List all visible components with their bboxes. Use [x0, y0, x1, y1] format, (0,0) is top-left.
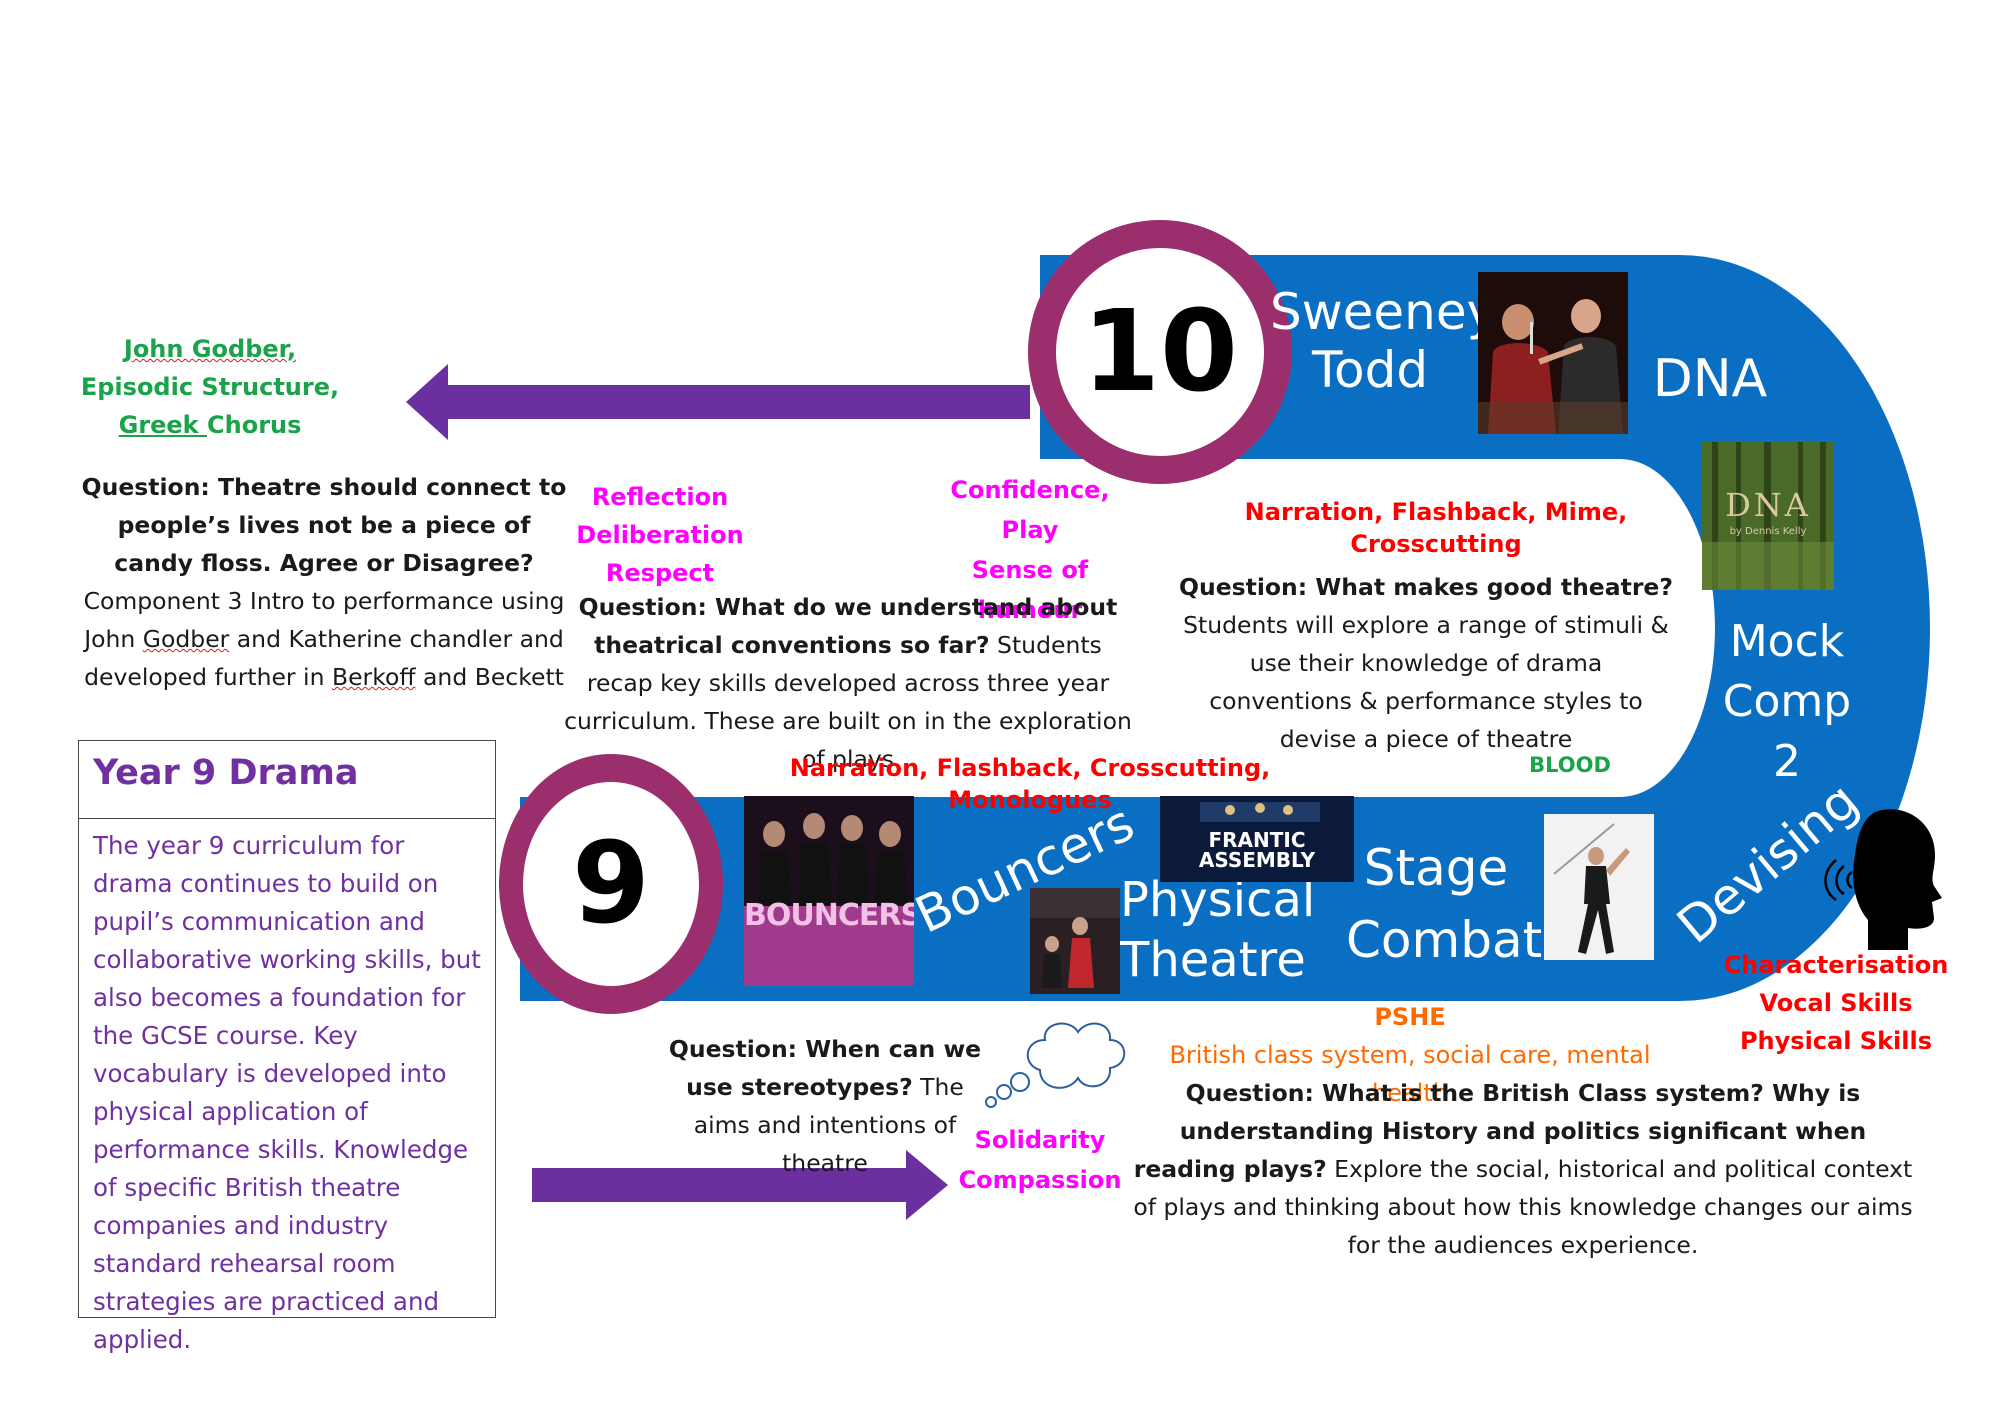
value-item: Solidarity — [974, 1126, 1106, 1154]
question-class-system: Question: What is the British Class syst… — [1133, 1079, 1913, 1259]
year10-ring-inner — [1056, 248, 1264, 456]
values-confidence: Confidence, Play Sense of humour — [920, 470, 1140, 630]
year10-techniques: Narration, Flashback, Mime, Crosscutting — [1244, 498, 1628, 558]
bouncers-poster: BOUNCERS — [744, 796, 914, 986]
year10-number: 10 — [1082, 287, 1238, 417]
dna-cover-author: by Dennis Kelly — [1729, 526, 1807, 537]
value-item: Compassion — [958, 1166, 1122, 1194]
value-item: Confidence, — [950, 476, 1110, 504]
pshe-label: PSHE — [1374, 1003, 1446, 1031]
skills-list: Characterisation Vocal Skills Physical S… — [1716, 946, 1956, 1060]
green-line-1: John Godber, — [123, 335, 297, 363]
green-line-2: Episodic Structure, — [80, 373, 340, 401]
topic-blood: BLOOD — [1529, 753, 1611, 777]
infobox-body: The year 9 curriculum for drama continue… — [93, 831, 481, 1354]
physical-theatre-photo — [1030, 888, 1120, 994]
stage-combat-photo — [1544, 814, 1654, 960]
infobox-title: Year 9 Drama — [79, 741, 495, 819]
values-solidarity: Solidarity Compassion — [950, 1120, 1130, 1200]
green-line-3: Greek Chorus — [118, 411, 302, 439]
pshe-topics: British class system, social care, menta… — [1169, 1041, 1651, 1107]
value-item: Reflection — [591, 483, 729, 511]
year9-ring-inner — [523, 782, 699, 986]
sweeney-todd-photo — [1478, 272, 1628, 434]
topic-notes-godber: John Godber, Episodic Structure, Greek C… — [70, 330, 350, 444]
topic-mock-comp-2: Mock Comp 2 — [1722, 616, 1852, 787]
pshe-block: PSHE British class system, social care, … — [1150, 998, 1670, 1112]
bouncers-poster-title: BOUNCERS — [744, 898, 914, 933]
skill-item: Characterisation — [1723, 951, 1949, 979]
topic-physical-theatre: Physical Theatre — [1120, 872, 1316, 988]
question-candy-floss: Question: Theatre should connect to peop… — [81, 473, 567, 691]
arrow-right — [532, 1150, 948, 1220]
year9-drama-infobox: Year 9 Drama The year 9 curriculum for d… — [78, 740, 496, 1354]
topic-stage-combat: Stage Combat — [1346, 839, 1543, 969]
arrow-left — [406, 364, 1030, 440]
skill-item: Physical Skills — [1739, 1027, 1933, 1055]
topic-dna: DNA — [1652, 349, 1768, 409]
dna-book-cover: DNA by Dennis Kelly — [1702, 442, 1834, 590]
frantic-assembly-text: FRANTIC ASSEMBLY — [1198, 828, 1316, 872]
thought-bubble-icon — [985, 1022, 1126, 1108]
question-conventions: Question: What do we understand about th… — [564, 593, 1132, 773]
value-item: Respect — [605, 559, 715, 587]
question-stereotypes: Question: When can we use stereotypes? T… — [668, 1035, 982, 1177]
question-good-theatre: Question: What makes good theatre?Studen… — [1178, 573, 1674, 753]
frantic-assembly-logo: FRANTIC ASSEMBLY — [1160, 796, 1354, 882]
speaking-head-icon — [1824, 809, 1942, 950]
value-item: Sense of humour — [971, 556, 1089, 624]
value-item: Deliberation — [576, 521, 744, 549]
value-item: Play — [1001, 516, 1059, 544]
year9-number: 9 — [572, 819, 650, 949]
skill-item: Vocal Skills — [1759, 989, 1913, 1017]
topic-sweeney-todd: Sweeney Todd — [1270, 283, 1497, 399]
dna-cover-title: DNA — [1725, 486, 1811, 524]
year9-techniques: Narration, Flashback, Crosscutting, Mono… — [789, 754, 1271, 814]
values-reflection: Reflection Deliberation Respect — [570, 478, 750, 592]
